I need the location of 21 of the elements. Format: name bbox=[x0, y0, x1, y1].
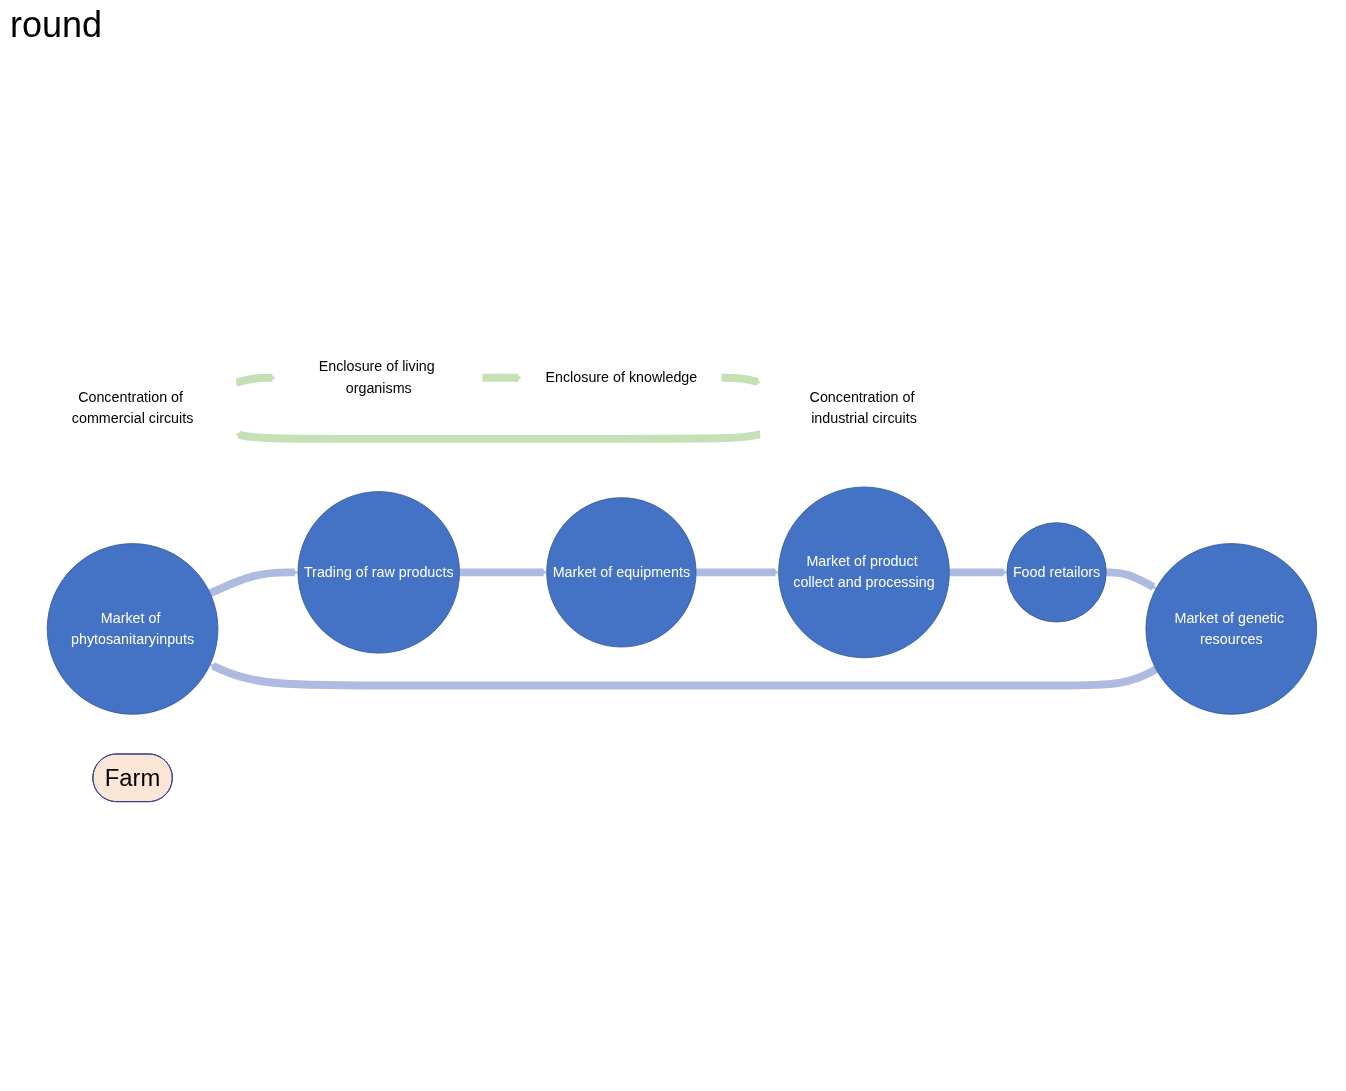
node-text: Enclosure of living organisms bbox=[318, 358, 435, 396]
arrow bbox=[234, 373, 276, 387]
arrow bbox=[720, 373, 762, 386]
arrow bbox=[949, 568, 1008, 577]
arrow bbox=[459, 568, 547, 577]
node-circle: Trading of raw products bbox=[297, 491, 460, 654]
arrow bbox=[481, 373, 522, 382]
arrow bbox=[208, 568, 299, 597]
node-circle: Market of equipments bbox=[546, 497, 697, 648]
node-circle: Food retailors bbox=[1006, 522, 1107, 623]
arrow bbox=[209, 662, 1158, 690]
node-text: Enclosure of knowledge bbox=[545, 369, 698, 386]
arrow bbox=[696, 568, 779, 577]
arrow bbox=[1105, 568, 1157, 591]
node-text: Concentration of industrial circuits bbox=[809, 389, 917, 427]
node-circle: Market of product collect and processing bbox=[778, 486, 950, 659]
node-circle: Market of genetic resources bbox=[1145, 543, 1318, 715]
note-text: round bbox=[10, 4, 103, 45]
arrow bbox=[235, 430, 762, 443]
node-text: Concentration of commercial circuits bbox=[71, 389, 194, 427]
node-circle: Market of phytosanitaryinputs bbox=[46, 543, 219, 715]
